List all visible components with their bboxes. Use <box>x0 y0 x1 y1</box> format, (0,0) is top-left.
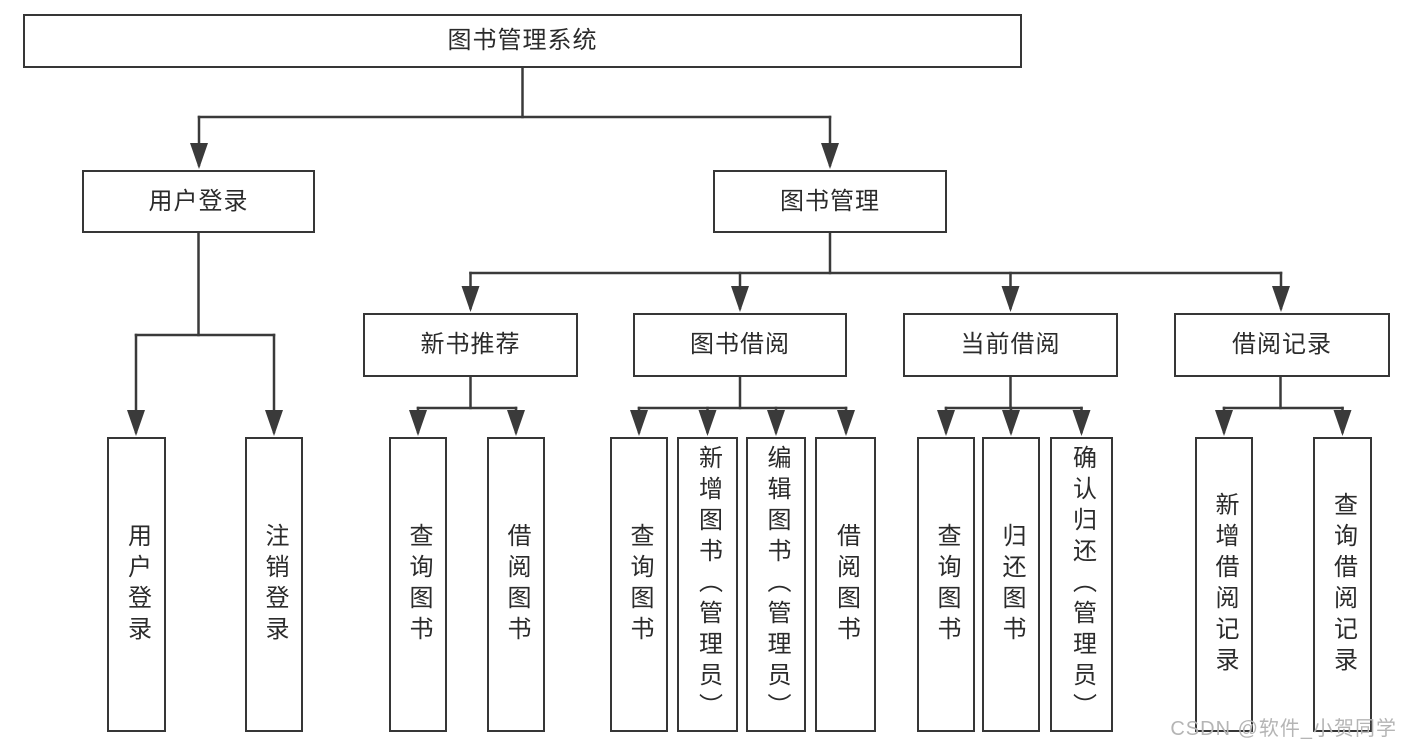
leaf-confirm-return-admin-label: 确认归还（管理员） <box>1068 445 1096 724</box>
leaf-edit-books-admin-label: 编辑图书（管理员） <box>763 445 790 724</box>
leaf-user-login-label: 用户登录 <box>123 522 151 647</box>
leaf-user-login: 用户登录 <box>107 437 166 732</box>
leaf-add-borrow-record-label: 新增借阅记录 <box>1211 491 1238 678</box>
leaf-recommend-borrow-books-label: 借阅图书 <box>503 522 530 647</box>
node-borrow-records-label: 借阅记录 <box>1232 331 1332 358</box>
node-user-login-label: 用户登录 <box>148 187 249 215</box>
leaf-borrow-books: 借阅图书 <box>815 437 876 732</box>
leaf-borrow-books-label: 借阅图书 <box>832 522 860 647</box>
node-new-book-recommend-label: 新书推荐 <box>420 331 521 358</box>
node-current-borrow: 当前借阅 <box>903 313 1118 377</box>
leaf-current-query-books: 查询图书 <box>917 437 975 732</box>
leaf-borrow-query-books: 查询图书 <box>610 437 668 732</box>
leaf-logout-label: 注销登录 <box>261 522 288 647</box>
node-borrow-records: 借阅记录 <box>1174 313 1390 377</box>
leaf-current-query-books-label: 查询图书 <box>933 522 960 647</box>
node-book-management-label: 图书管理 <box>780 187 880 215</box>
leaf-add-borrow-record: 新增借阅记录 <box>1195 437 1253 732</box>
leaf-return-books: 归还图书 <box>982 437 1040 732</box>
node-root: 图书管理系统 <box>23 14 1022 68</box>
csdn-watermark: CSDN @软件_小贺同学 <box>1170 718 1397 740</box>
leaf-recommend-query-books: 查询图书 <box>389 437 447 732</box>
leaf-query-borrow-record-label: 查询借阅记录 <box>1329 491 1357 678</box>
node-user-login: 用户登录 <box>82 170 315 233</box>
node-current-borrow-label: 当前借阅 <box>960 331 1061 358</box>
node-new-book-recommend: 新书推荐 <box>363 313 578 377</box>
leaf-add-books-admin-label: 新增图书（管理员） <box>694 445 722 724</box>
leaf-query-borrow-record: 查询借阅记录 <box>1313 437 1372 732</box>
leaf-logout: 注销登录 <box>245 437 303 732</box>
leaf-add-books-admin: 新增图书（管理员） <box>677 437 738 732</box>
leaf-borrow-query-books-label: 查询图书 <box>626 522 653 647</box>
leaf-recommend-borrow-books: 借阅图书 <box>487 437 545 732</box>
node-root-label: 图书管理系统 <box>447 27 598 54</box>
leaf-return-books-label: 归还图书 <box>998 522 1025 647</box>
node-book-borrow-label: 图书借阅 <box>690 331 790 358</box>
leaf-edit-books-admin: 编辑图书（管理员） <box>746 437 806 732</box>
leaf-confirm-return-admin: 确认归还（管理员） <box>1050 437 1113 732</box>
node-book-management: 图书管理 <box>713 170 947 233</box>
leaf-recommend-query-books-label: 查询图书 <box>405 522 432 647</box>
node-book-borrow: 图书借阅 <box>633 313 847 377</box>
